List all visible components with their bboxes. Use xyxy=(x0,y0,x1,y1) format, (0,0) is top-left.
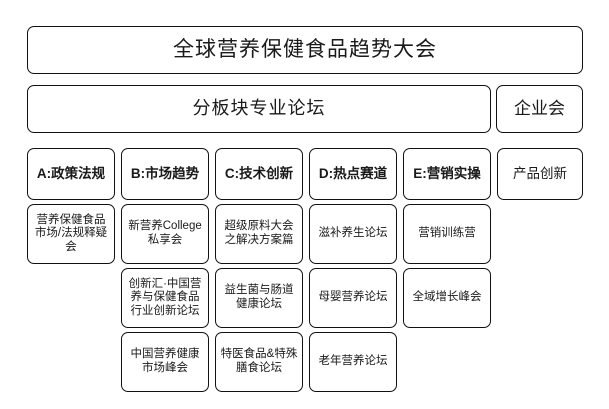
session-b-3: 中国营养健康市场峰会 xyxy=(121,332,209,392)
track-header-c: C:技术创新 xyxy=(215,148,303,200)
session-b-2: 创新汇·中国营养与保健食品行业创新论坛 xyxy=(121,268,209,328)
session-e-1: 营销训练营 xyxy=(403,204,491,264)
session-c-2: 益生菌与肠道健康论坛 xyxy=(215,268,303,328)
track-header-e: E:营销实操 xyxy=(403,148,491,200)
session-a-1: 营养保健食品市场/法规释疑会 xyxy=(27,204,115,264)
session-d-2: 母婴营养论坛 xyxy=(309,268,397,328)
session-c-3: 特医食品&特殊膳食论坛 xyxy=(215,332,303,392)
session-b-1: 新营养College私享会 xyxy=(121,204,209,264)
sub-forum-banner-box: 分板块专业论坛 xyxy=(27,85,491,133)
session-c-1: 超级原料大会之解决方案篇 xyxy=(215,204,303,264)
track-header-product-innovation: 产品创新 xyxy=(497,148,583,200)
congress-title-box: 全球营养保健食品趋势大会 xyxy=(27,26,583,74)
session-d-1: 滋补养生论坛 xyxy=(309,204,397,264)
track-header-a: A:政策法规 xyxy=(27,148,115,200)
track-header-b: B:市场趋势 xyxy=(121,148,209,200)
session-e-2: 全域增长峰会 xyxy=(403,268,491,328)
track-header-d: D:热点赛道 xyxy=(309,148,397,200)
session-d-3: 老年营养论坛 xyxy=(309,332,397,392)
enterprise-session-box: 企业会 xyxy=(496,85,583,133)
